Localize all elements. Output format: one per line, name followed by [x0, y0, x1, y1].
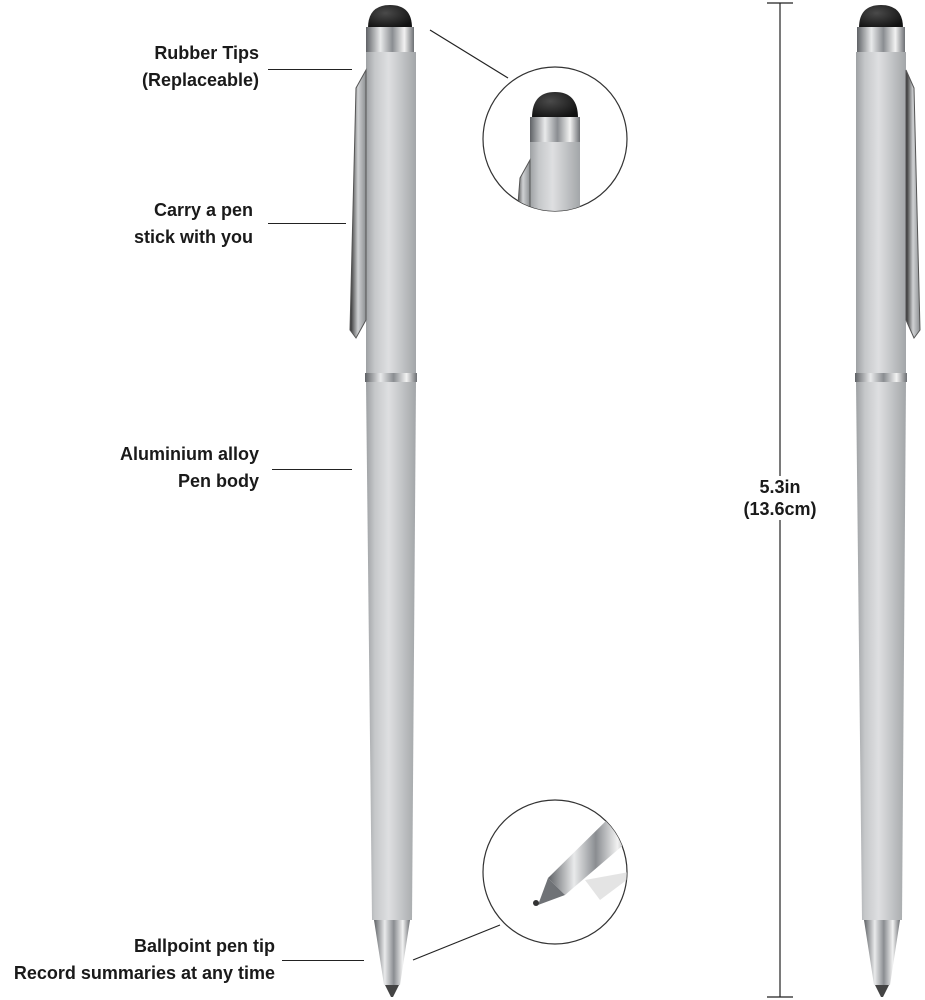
rubber-tip-icon [368, 5, 412, 28]
lower-barrel [366, 382, 416, 920]
pen-clip [349, 68, 367, 339]
label-tip-line1: Ballpoint pen tip [134, 936, 275, 956]
middle-ring [855, 373, 907, 382]
label-rubber-tips: Rubber Tips (Replaceable) [142, 40, 259, 94]
detail-circle-rubber-tip [429, 29, 628, 212]
detail-circle-ballpoint [412, 799, 628, 961]
dimension-cm: (13.6cm) [743, 499, 817, 519]
dimension-inches: 5.3in [759, 477, 801, 497]
tip-collar [366, 27, 414, 53]
ballpoint-cone [864, 920, 900, 985]
rubber-tip-icon [859, 5, 903, 28]
dimension-label: 5.3in (13.6cm) [735, 476, 825, 520]
label-rubber-tips-line1: Rubber Tips [154, 43, 259, 63]
label-body: Aluminium alloy Pen body [120, 441, 259, 495]
lower-barrel [856, 382, 906, 920]
label-tip-line2: Record summaries at any time [13, 963, 275, 983]
tip-collar [857, 27, 905, 53]
label-rubber-tips-line2: (Replaceable) [141, 70, 259, 90]
upper-barrel [856, 52, 906, 374]
ballpoint-cone [374, 920, 410, 985]
middle-ring [365, 373, 417, 382]
leader-tip [282, 960, 364, 961]
leader-body [272, 469, 352, 470]
leader-rubber-tips [268, 69, 352, 70]
label-body-line1: Aluminium alloy [119, 444, 259, 464]
pen-right [855, 5, 921, 997]
label-body-line2: Pen body [177, 471, 259, 491]
label-carry-line1: Carry a pen [153, 200, 253, 220]
label-carry-line2: stick with you [133, 227, 253, 247]
pen-clip [905, 69, 921, 339]
upper-barrel [366, 52, 416, 374]
leader-carry [268, 223, 346, 224]
pen-left [349, 5, 417, 997]
label-carry: Carry a pen stick with you [134, 197, 253, 251]
label-tip: Ballpoint pen tip Record summaries at an… [14, 933, 275, 987]
